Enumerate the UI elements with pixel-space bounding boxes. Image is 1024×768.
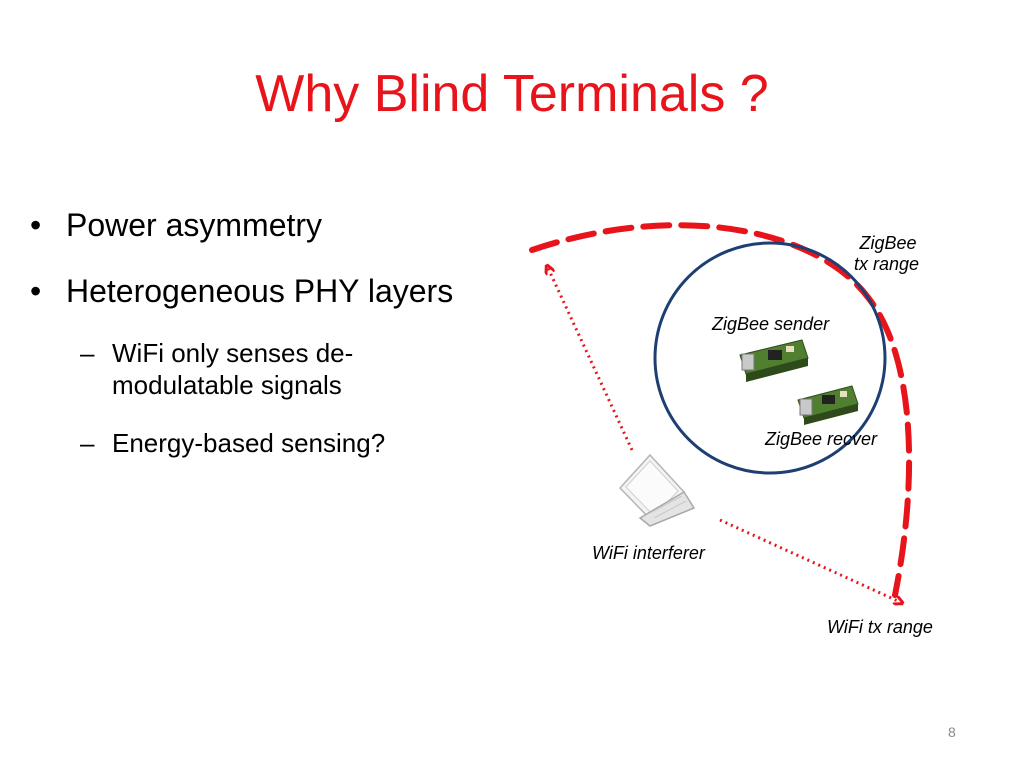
sub-bullet-marker: – [80, 338, 95, 368]
sub-bullet-marker: – [80, 428, 95, 458]
page-number: 8 [948, 724, 956, 740]
zigbee-sender-board-icon [739, 339, 809, 382]
zigbee-tx-range-label-line1: ZigBee [859, 233, 917, 253]
laptop-icon [618, 453, 696, 527]
zigbee-recver-label: ZigBee recver [765, 429, 878, 449]
zigbee-tx-range-label-line2: tx range [854, 254, 920, 274]
zigbee-range-circle [653, 241, 887, 475]
zigbee-tx-range-label: ZigBee tx range [854, 233, 919, 275]
bullet-marker: • [30, 273, 42, 309]
bullet-marker: • [30, 207, 42, 243]
sub-bullet-item: – Energy-based sensing? [80, 427, 510, 459]
zigbee-sender-label: ZigBee sender [712, 314, 830, 334]
sub-bullet-item: – WiFi only senses de-modulatable signal… [80, 337, 412, 401]
bullet-list: • Power asymmetry • Heterogeneous PHY la… [30, 205, 510, 485]
dotted-arrow-up [548, 268, 634, 451]
bullet-item: • Heterogeneous PHY layers [30, 271, 510, 311]
sub-bullet-text: WiFi only senses de-modulatable signals [112, 338, 354, 400]
slide-title: Why Blind Terminals ? [255, 65, 769, 123]
sub-bullet-text: Energy-based sensing? [112, 428, 386, 458]
zigbee-receiver-board-icon [797, 385, 859, 425]
bullet-item: • Power asymmetry [30, 205, 510, 245]
wifi-tx-range-label: WiFi tx range [827, 617, 933, 637]
wifi-interferer-label: WiFi interferer [592, 543, 705, 563]
dotted-arrow-right [719, 518, 900, 602]
bullet-text: Heterogeneous PHY layers [66, 273, 454, 309]
bullet-text: Power asymmetry [66, 207, 323, 243]
